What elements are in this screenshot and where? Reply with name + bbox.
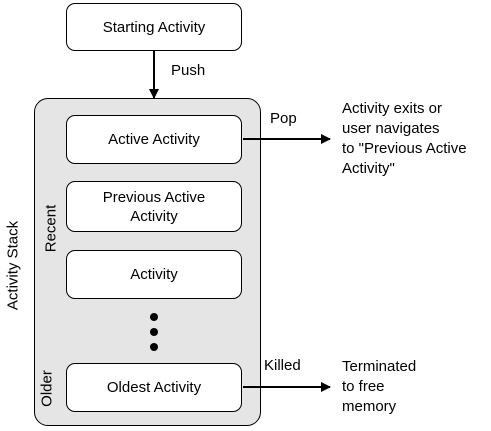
active-activity-node: Active Activity <box>66 115 242 164</box>
previous-active-activity-label: Previous Active Activity <box>102 188 206 225</box>
starting-activity-node: Starting Activity <box>66 3 242 51</box>
previous-active-activity-node: Previous Active Activity <box>66 181 242 232</box>
activity-node: Activity <box>66 250 242 299</box>
ellipsis-dot-1 <box>150 313 158 321</box>
killed-label: Killed <box>264 357 301 374</box>
older-label: Older <box>38 370 56 407</box>
starting-activity-label: Starting Activity <box>102 18 206 36</box>
activity-label: Activity <box>130 266 178 283</box>
oldest-activity-node: Oldest Activity <box>66 363 242 412</box>
pop-outcome-text: Activity exits or user navigates to "Pre… <box>342 100 467 177</box>
activity-stack-title: Activity Stack <box>4 220 22 311</box>
active-activity-label: Active Activity <box>108 131 200 148</box>
push-label: Push <box>171 62 206 79</box>
killed-outcome-text: Terminated to free memory <box>342 358 417 415</box>
oldest-activity-label: Oldest Activity <box>106 379 202 396</box>
ellipsis-dot-2 <box>150 328 158 336</box>
recent-label: Recent <box>42 204 60 253</box>
pop-label: Pop <box>270 110 297 127</box>
ellipsis-dot-3 <box>150 343 158 351</box>
